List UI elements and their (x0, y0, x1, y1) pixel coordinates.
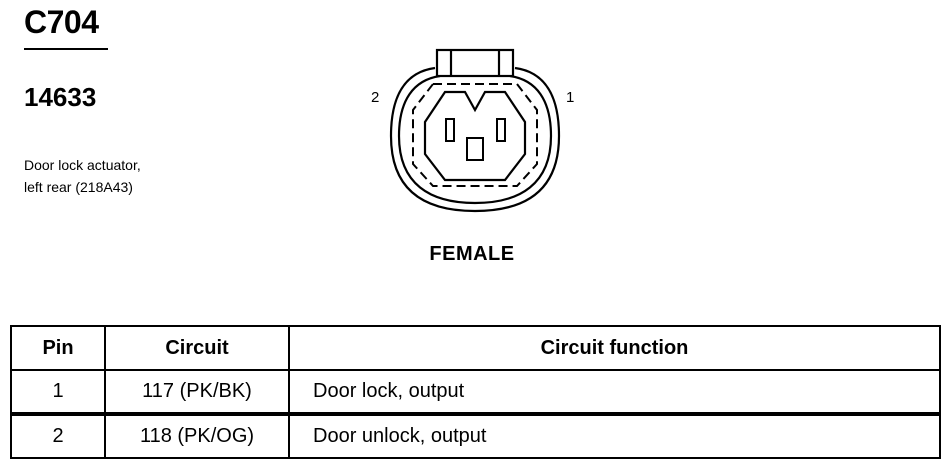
cell-circuit-function: Door lock, output (288, 369, 941, 415)
connector-description-line1: Door lock actuator, (24, 157, 141, 173)
connector-terminal-cavity-outline (423, 90, 527, 182)
table-row: 2 118 (PK/OG) Door unlock, output (10, 412, 941, 459)
header-pin: Pin (10, 325, 106, 371)
pin-label-2: 2 (371, 89, 380, 106)
table-row: 1 117 (PK/BK) Door lock, output (10, 369, 941, 415)
connector-description-line2: left rear (218A43) (24, 179, 133, 195)
pin-label-1: 1 (566, 89, 575, 106)
cell-pin: 1 (10, 369, 106, 415)
connector-id: C704 (24, 4, 99, 40)
cell-circuit-function: Door unlock, output (288, 412, 941, 459)
connector-outer-shell (389, 66, 561, 213)
connector-inner-dashed-outline (412, 83, 538, 187)
header-circuit: Circuit (104, 325, 290, 371)
connector-gender-label: FEMALE (429, 243, 515, 265)
connector-locking-tab (435, 48, 515, 78)
part-number: 14633 (24, 82, 97, 112)
table-header-row: Pin Circuit Circuit function (10, 325, 941, 371)
terminal-slot-pin-1 (496, 118, 506, 142)
cell-circuit: 117 (PK/BK) (104, 369, 290, 415)
pinout-table: Pin Circuit Circuit function 1 117 (PK/B… (10, 325, 941, 459)
connector-face-diagram (389, 48, 561, 213)
connector-id-underline (24, 48, 108, 50)
header-circuit-function: Circuit function (288, 325, 941, 371)
terminal-slot-pin-2 (445, 118, 455, 142)
cell-pin: 2 (10, 412, 106, 459)
terminal-slot-center (466, 137, 484, 161)
cell-circuit: 118 (PK/OG) (104, 412, 290, 459)
